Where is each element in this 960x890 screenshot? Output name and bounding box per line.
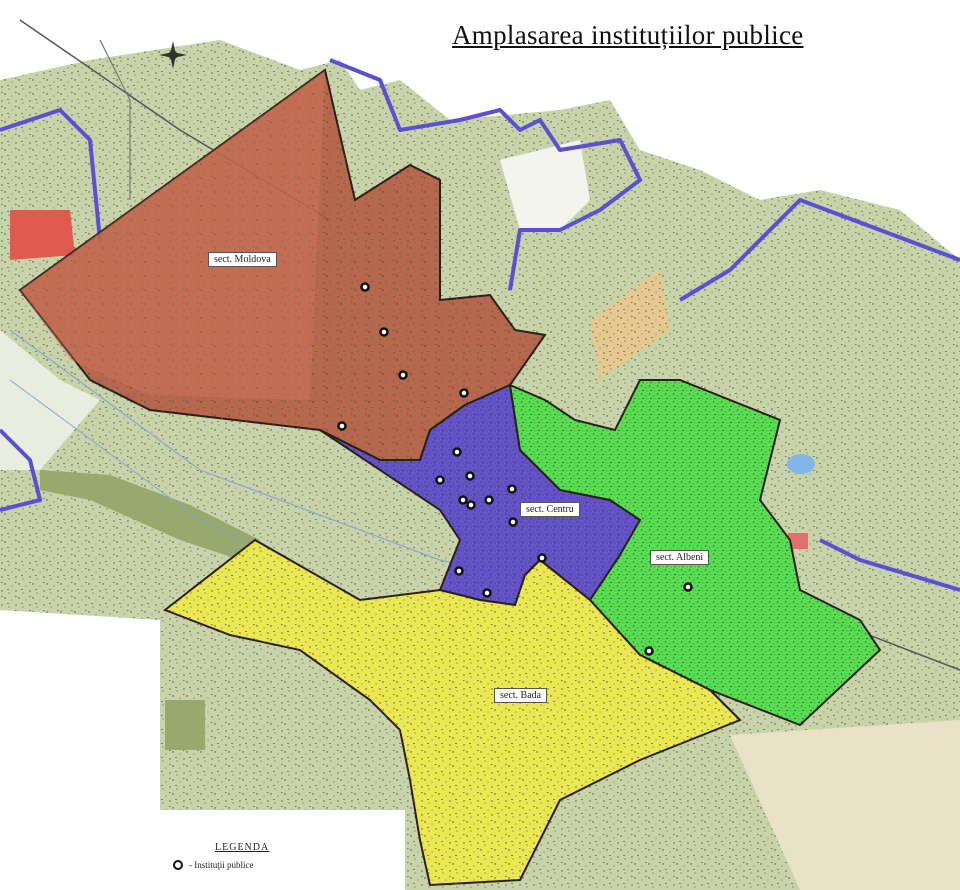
public-institution-marker-icon bbox=[398, 370, 408, 380]
forest-area bbox=[40, 470, 260, 560]
institution-markers bbox=[337, 282, 693, 656]
city-boundary bbox=[0, 58, 960, 592]
public-institution-marker-icon bbox=[508, 517, 518, 527]
legend-item: - Instituţii publice bbox=[173, 860, 254, 870]
public-institution-marker-icon bbox=[379, 327, 389, 337]
sector-label-albeni: sect. Albeni bbox=[650, 550, 710, 565]
public-institution-marker-icon bbox=[644, 646, 654, 656]
public-institution-marker-icon bbox=[484, 495, 494, 505]
public-institution-marker-icon bbox=[466, 500, 476, 510]
sector-label-bada: sect. Bada bbox=[494, 688, 548, 703]
legend-item-label: - Instituţii publice bbox=[189, 860, 254, 870]
public-institution-marker-icon bbox=[537, 553, 547, 563]
public-institution-marker-icon bbox=[458, 495, 468, 505]
public-institution-marker-icon bbox=[337, 421, 347, 431]
public-institution-marker-icon bbox=[465, 471, 475, 481]
sector-label-moldova: sect. Moldova bbox=[208, 252, 277, 267]
public-institution-marker-icon bbox=[360, 282, 370, 292]
public-institution-marker-icon bbox=[435, 475, 445, 485]
public-institution-marker-icon bbox=[683, 582, 693, 592]
public-institution-marker-icon bbox=[454, 566, 464, 576]
public-institution-marker-icon bbox=[507, 484, 517, 494]
map-title: Amplasarea instituțiilor publice bbox=[452, 20, 804, 50]
north-arrow-icon bbox=[159, 41, 187, 69]
public-institution-marker-icon bbox=[459, 388, 469, 398]
legend-title: LEGENDA bbox=[215, 842, 270, 853]
public-institution-marker-icon bbox=[482, 588, 492, 598]
public-institution-marker-icon bbox=[452, 447, 462, 457]
public-institution-marker-icon bbox=[173, 860, 183, 870]
sector-label-centru: sect. Centru bbox=[520, 502, 580, 517]
map-legend: LEGENDA - Instituţii publice bbox=[155, 810, 405, 890]
